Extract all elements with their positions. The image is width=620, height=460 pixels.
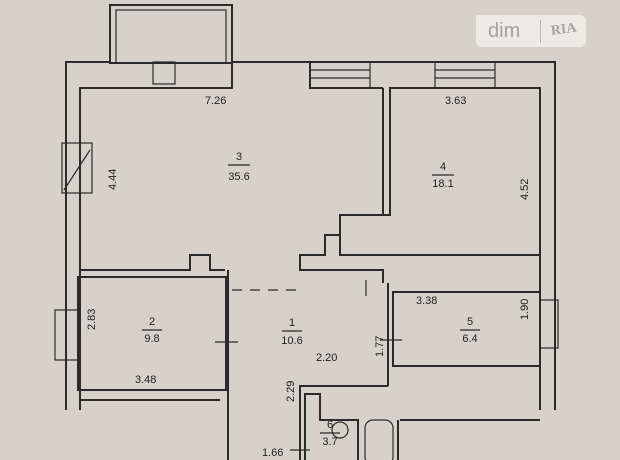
room-2-number: 2	[149, 316, 155, 328]
room-3-number: 3	[236, 151, 242, 163]
dim-3-48: 3.48	[135, 374, 156, 386]
dim-1-90: 1.90	[519, 299, 531, 320]
dim-4-52: 4.52	[519, 179, 531, 200]
dimension-labels: 7.26 3.63 4.44 4.52 2.83 3.48 3.38 1.90 …	[86, 95, 531, 459]
room-5-number: 5	[467, 316, 473, 328]
dim-2-83: 2.83	[86, 309, 98, 330]
room-4-area: 18.1	[432, 178, 453, 190]
dim-3-63: 3.63	[445, 95, 466, 107]
dim-1-77: 1.77	[374, 336, 386, 357]
dim-4-44: 4.44	[107, 169, 119, 190]
column	[152, 61, 176, 85]
dim-7-26: 7.26	[205, 95, 226, 107]
walls	[54, 4, 559, 460]
dim-1-66: 1.66	[262, 447, 283, 459]
room-1-number: 1	[289, 317, 295, 329]
room-6-area: 3.7	[322, 436, 337, 448]
watermark-logo: RIA	[549, 20, 578, 40]
room-4-number: 4	[440, 161, 446, 173]
dim-3-38: 3.38	[416, 295, 437, 307]
room-1-area: 10.6	[281, 335, 302, 347]
dimria-watermark: dim RIA	[476, 15, 586, 47]
room-2-area: 9.8	[144, 333, 159, 345]
room-3-area: 35.6	[228, 171, 249, 183]
dim-2-29: 2.29	[285, 381, 297, 402]
dim-2-20: 2.20	[316, 352, 337, 364]
watermark-brand: dim	[476, 19, 541, 43]
room-labels: 3 35.6 4 18.1 2 9.8 1 10.6 5 6.4 6 3.7	[142, 151, 480, 448]
room-5-area: 6.4	[462, 333, 477, 345]
room-6-number: 6	[327, 419, 333, 431]
